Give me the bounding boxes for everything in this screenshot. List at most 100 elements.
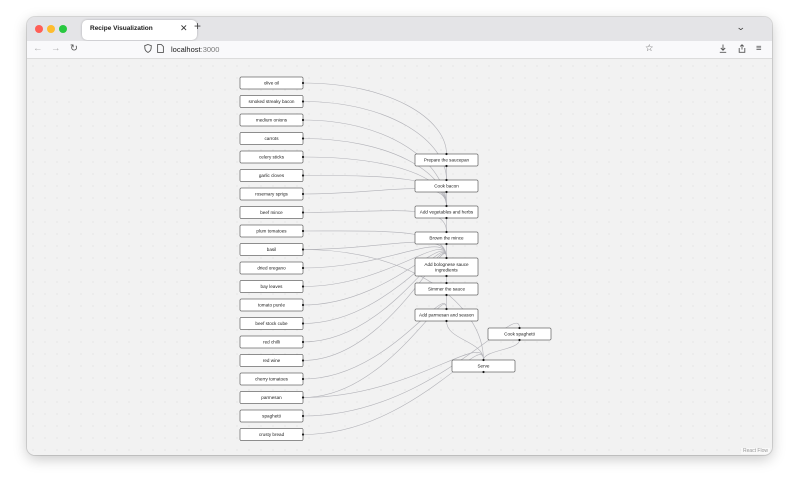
ingredient-node[interactable]: medium onions — [239, 113, 305, 127]
ingredient-node[interactable]: beef stock cube — [239, 317, 305, 330]
page-icon[interactable] — [157, 44, 164, 56]
source-handle[interactable] — [445, 293, 448, 297]
edge[interactable] — [302, 138, 447, 207]
ingredient-node[interactable]: olive oil — [239, 76, 305, 90]
target-handle[interactable] — [445, 204, 448, 208]
source-handle[interactable] — [301, 137, 305, 140]
source-handle[interactable] — [482, 370, 485, 374]
back-arrow-icon[interactable]: ← — [33, 43, 43, 54]
browser-tab[interactable]: Recipe Visualization ✕ — [82, 20, 197, 40]
ingredient-node[interactable]: crusty bread — [239, 428, 305, 441]
target-handle[interactable] — [445, 152, 448, 156]
source-handle[interactable] — [301, 266, 305, 270]
source-handle[interactable] — [445, 216, 448, 220]
list-tabs-chevron-icon[interactable]: ⌄ — [735, 22, 746, 32]
ingredient-node[interactable]: bay leaves — [239, 280, 305, 293]
close-tab-icon[interactable]: ✕ — [180, 23, 188, 33]
target-handle[interactable] — [518, 326, 521, 330]
edge[interactable] — [302, 352, 484, 398]
edge[interactable] — [302, 210, 447, 233]
step-node[interactable]: Add parmesan and season — [414, 307, 479, 323]
target-handle[interactable] — [445, 230, 448, 234]
source-handle[interactable] — [301, 322, 305, 325]
target-handle[interactable] — [445, 281, 448, 285]
edge[interactable] — [302, 252, 447, 343]
step-node[interactable]: Add vegetables and herbs — [414, 204, 479, 220]
forward-arrow-icon[interactable]: → — [51, 43, 61, 54]
edge[interactable] — [302, 251, 447, 324]
source-handle[interactable] — [301, 100, 305, 103]
step-node[interactable]: Prepare the saucepan — [414, 152, 479, 168]
source-handle[interactable] — [301, 285, 305, 288]
source-handle[interactable] — [445, 164, 448, 168]
edge[interactable] — [302, 249, 447, 287]
edge[interactable] — [302, 303, 447, 398]
edge[interactable] — [302, 246, 447, 269]
reload-icon[interactable]: ↻ — [70, 43, 78, 54]
edge[interactable] — [446, 320, 484, 361]
flow-canvas[interactable]: olive oil smoked streaky bacon medium onio… — [27, 60, 772, 455]
source-handle[interactable] — [301, 118, 305, 122]
target-handle[interactable] — [445, 256, 448, 260]
source-handle[interactable] — [301, 192, 305, 196]
target-handle[interactable] — [445, 178, 448, 182]
shield-icon[interactable] — [144, 44, 152, 56]
edge[interactable] — [302, 250, 447, 306]
source-handle[interactable] — [301, 248, 305, 251]
ingredient-node[interactable]: dried oregano — [239, 261, 305, 275]
ingredient-node[interactable]: celery sticks — [239, 150, 305, 164]
source-handle[interactable] — [301, 155, 305, 159]
source-handle[interactable] — [301, 396, 305, 399]
ingredient-node[interactable]: spaghetti — [239, 409, 305, 423]
target-handle[interactable] — [482, 358, 485, 362]
source-handle[interactable] — [445, 319, 448, 323]
step-node[interactable]: Cook bacon — [414, 178, 479, 194]
ingredient-node[interactable]: cherry tomatoes — [239, 372, 305, 386]
url-bar[interactable]: localhost:3000 — [171, 45, 219, 54]
zoom-window-button[interactable] — [59, 25, 67, 33]
ingredient-node[interactable]: rosemary sprigs — [239, 187, 305, 201]
ingredient-node[interactable]: garlic cloves — [239, 169, 305, 182]
source-handle[interactable] — [301, 359, 305, 362]
ingredient-node[interactable]: basil — [239, 243, 305, 256]
new-tab-icon[interactable]: + — [194, 19, 202, 33]
source-handle[interactable] — [518, 338, 521, 342]
edge[interactable] — [302, 241, 447, 259]
step-node[interactable]: Cook spaghetti — [487, 326, 552, 342]
edge[interactable] — [483, 339, 520, 361]
source-handle[interactable] — [301, 377, 305, 381]
edge[interactable] — [302, 101, 447, 181]
ingredient-node[interactable]: tomato purée — [239, 298, 305, 312]
source-handle[interactable] — [445, 274, 448, 278]
share-icon[interactable] — [738, 44, 746, 56]
edge[interactable] — [302, 82, 447, 155]
edge[interactable] — [302, 303, 447, 380]
ingredient-node[interactable]: plum tomatoes — [239, 224, 305, 238]
ingredient-node[interactable]: smoked streaky bacon — [239, 95, 305, 108]
ingredient-node[interactable]: red wine — [239, 354, 305, 367]
ingredient-node[interactable]: beef mince — [239, 206, 305, 219]
edge[interactable] — [302, 175, 447, 207]
source-handle[interactable] — [301, 211, 305, 214]
source-handle[interactable] — [301, 81, 305, 85]
ingredient-node[interactable]: carrots — [239, 132, 305, 145]
step-node[interactable]: Brown the mince — [414, 230, 479, 246]
source-handle[interactable] — [301, 433, 305, 436]
source-handle[interactable] — [301, 340, 305, 344]
minimize-window-button[interactable] — [47, 25, 55, 33]
source-handle[interactable] — [445, 190, 448, 194]
edge[interactable] — [302, 253, 447, 361]
source-handle[interactable] — [301, 303, 305, 307]
close-window-button[interactable] — [35, 25, 43, 33]
step-node[interactable]: Serve — [451, 358, 516, 374]
source-handle[interactable] — [301, 229, 305, 233]
edge[interactable] — [302, 230, 447, 259]
download-icon[interactable] — [719, 44, 727, 56]
ingredient-node[interactable]: red chilli — [239, 335, 305, 349]
ingredient-node[interactable]: parmesan — [239, 391, 305, 404]
edge[interactable] — [302, 188, 447, 207]
bookmark-star-icon[interactable]: ☆ — [645, 43, 654, 54]
step-node[interactable]: Simmer the sauce — [414, 281, 479, 297]
source-handle[interactable] — [445, 242, 448, 246]
